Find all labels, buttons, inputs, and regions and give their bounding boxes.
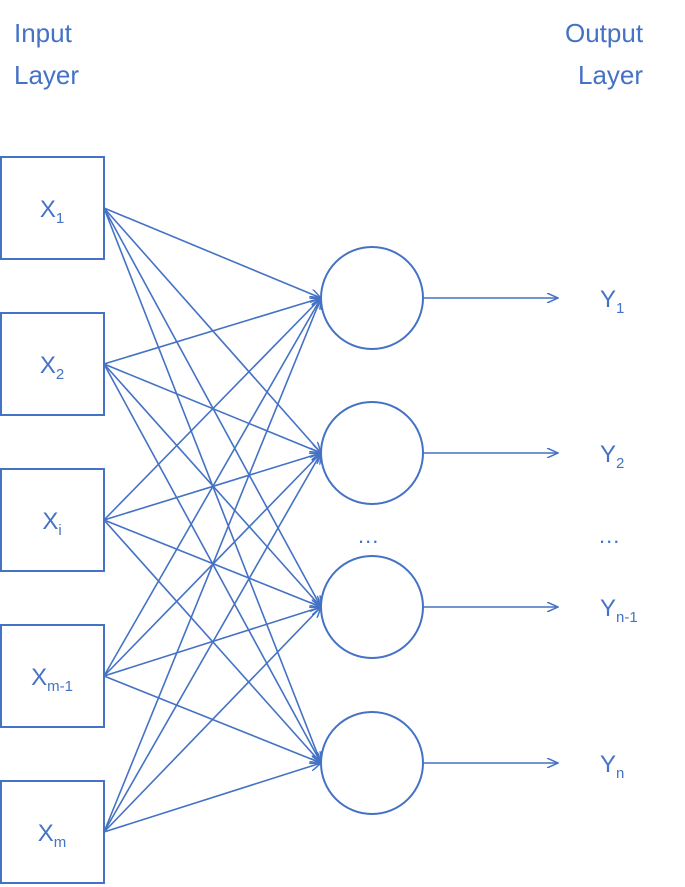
output-label: Yn [600, 751, 624, 782]
input-label-sub: i [58, 522, 61, 539]
input-label-main: X [38, 820, 54, 847]
input-layer-title-line2: Layer [14, 60, 79, 90]
input-label: Xm [38, 820, 67, 851]
output-layer-title-line2: Layer [578, 60, 643, 90]
input-label-main: X [40, 196, 56, 223]
neuron-nodes [320, 246, 424, 815]
output-label-main: Y [600, 595, 616, 622]
input-label-main: X [42, 508, 58, 535]
input-label: X2 [40, 352, 64, 383]
input-node: Xi [0, 468, 105, 572]
input-label: X1 [40, 196, 64, 227]
input-node: X2 [0, 312, 105, 416]
input-label: Xi [42, 508, 61, 539]
input-node: Xm-1 [0, 624, 105, 728]
neuron-2 [320, 401, 424, 505]
output-label-sub: 1 [616, 300, 624, 317]
connection-line-2-1 [103, 298, 321, 365]
neuron-4 [320, 711, 424, 815]
input-label-sub: m-1 [47, 678, 73, 695]
input-box [0, 156, 105, 260]
neuron-ellipsis: ... [358, 523, 379, 548]
input-label-sub: 2 [56, 366, 64, 383]
output-label-sub: 2 [616, 455, 624, 472]
input-label-sub: 1 [56, 210, 64, 227]
connection-line-5-2 [103, 453, 321, 833]
output-ellipsis: ... [599, 523, 620, 548]
input-label: Xm-1 [31, 664, 73, 695]
input-box [0, 780, 105, 884]
output-label-main: Y [600, 286, 616, 313]
input-box [0, 624, 105, 728]
output-label: Y1 [600, 286, 624, 317]
connection-line-4-1 [103, 298, 321, 677]
output-label-sub: n [616, 765, 624, 782]
output-layer-title-line1: Output [565, 18, 644, 48]
output-label: Y2 [600, 441, 624, 472]
input-box [0, 468, 105, 572]
output-label-main: Y [600, 751, 616, 778]
connection-lines [103, 207, 321, 833]
output-label-main: Y [600, 441, 616, 468]
input-label-sub: m [54, 834, 67, 851]
input-node: Xm [0, 780, 105, 884]
connection-line-1-1 [103, 207, 321, 298]
input-label-main: X [40, 352, 56, 379]
connection-line-5-1 [103, 298, 321, 833]
output-label: Yn-1 [600, 595, 638, 626]
neuron-1 [320, 246, 424, 350]
connection-line-1-3 [103, 207, 321, 607]
input-label-main: X [31, 664, 47, 691]
connection-line-3-1 [103, 298, 321, 521]
connection-line-5-4 [103, 763, 321, 833]
connection-line-5-3 [103, 607, 321, 833]
input-node: X1 [0, 156, 105, 260]
output-label-sub: n-1 [616, 609, 638, 626]
input-layer-title-line1: Input [14, 18, 73, 48]
input-box [0, 312, 105, 416]
neuron-3 [320, 555, 424, 659]
